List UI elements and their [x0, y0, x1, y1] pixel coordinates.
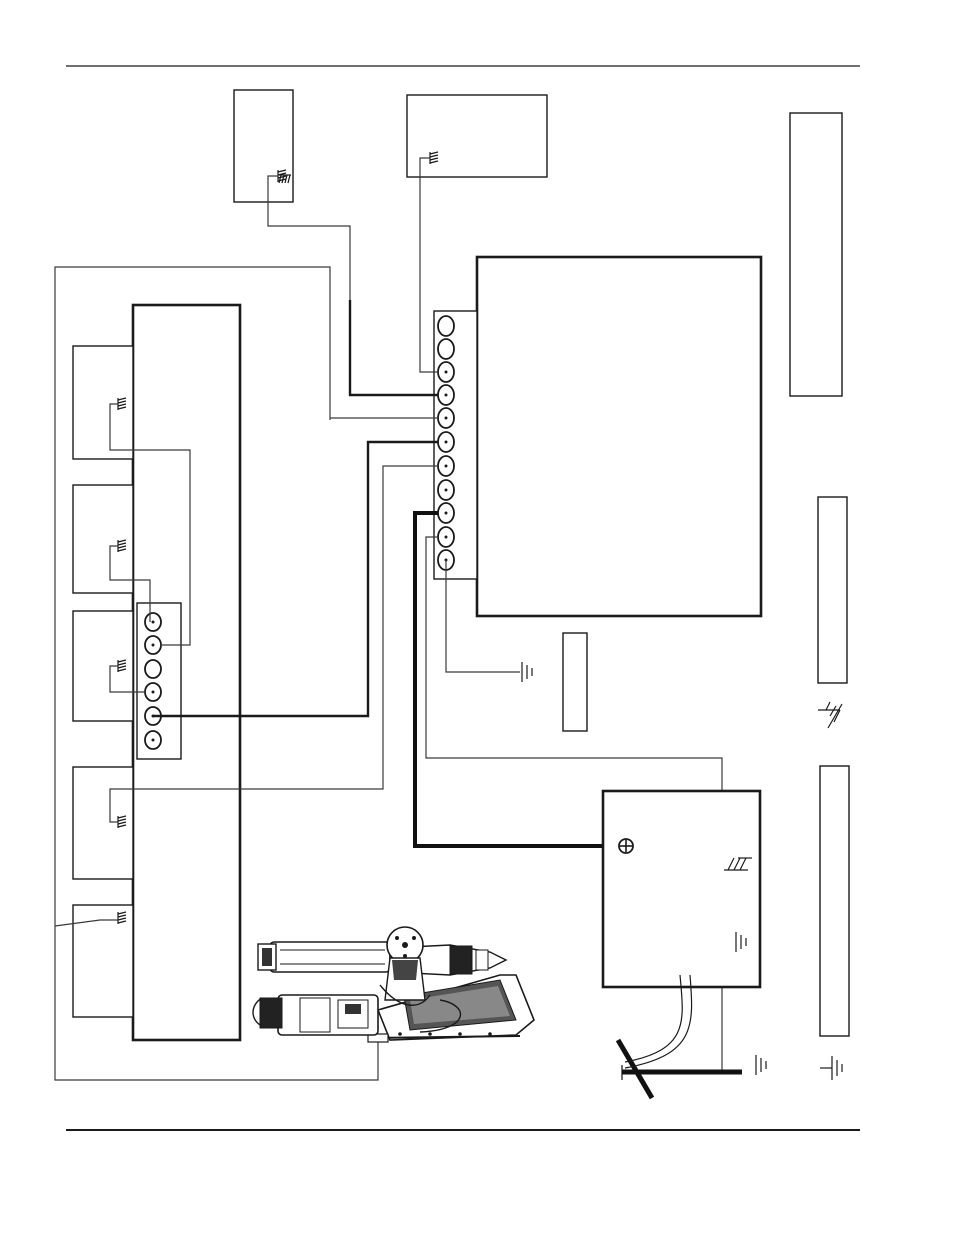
wire-left3-to-table [109, 665, 145, 693]
wire-left5-frame [54, 919, 118, 927]
ground-rod-label-box [562, 632, 588, 732]
wire-ps-to-earth [445, 560, 520, 673]
torch-illustration-icon [252, 926, 535, 1043]
plasma-power-box [601, 789, 762, 989]
ground-rod-icon [615, 974, 742, 1100]
wire-top-left-to-ps [267, 175, 438, 396]
wire-left2-to-table [109, 545, 151, 622]
wire-top-middle-to-ps [419, 157, 438, 373]
left-box-5 [72, 904, 134, 1018]
chassis-ground-icon [818, 701, 843, 729]
earth-ground-icon [755, 1054, 767, 1076]
chassis-ground-icon [724, 857, 752, 871]
wire-left1-to-table [109, 403, 191, 646]
earth-ground-icon [521, 661, 533, 683]
wire-top-left-to-ps-thick [348, 300, 438, 397]
power-supply-terminals [437, 315, 455, 571]
right-tall-box [789, 112, 843, 397]
wire-work-lead [413, 511, 623, 848]
left-box-2 [72, 484, 134, 594]
wire-table-to-ps [153, 440, 438, 718]
left-box-3 [72, 610, 134, 722]
top-left-box [233, 89, 294, 203]
earth-ground-icon [820, 1056, 843, 1080]
right-bottom-box [819, 765, 850, 1037]
right-mid-box [817, 496, 848, 684]
top-middle-box [406, 94, 548, 178]
power-supply-box [475, 255, 763, 618]
outer-frame-wire [54, 266, 379, 1081]
wire-left4-to-ps [109, 465, 438, 823]
left-box-1 [72, 345, 134, 460]
work-lead-terminal [618, 838, 634, 854]
